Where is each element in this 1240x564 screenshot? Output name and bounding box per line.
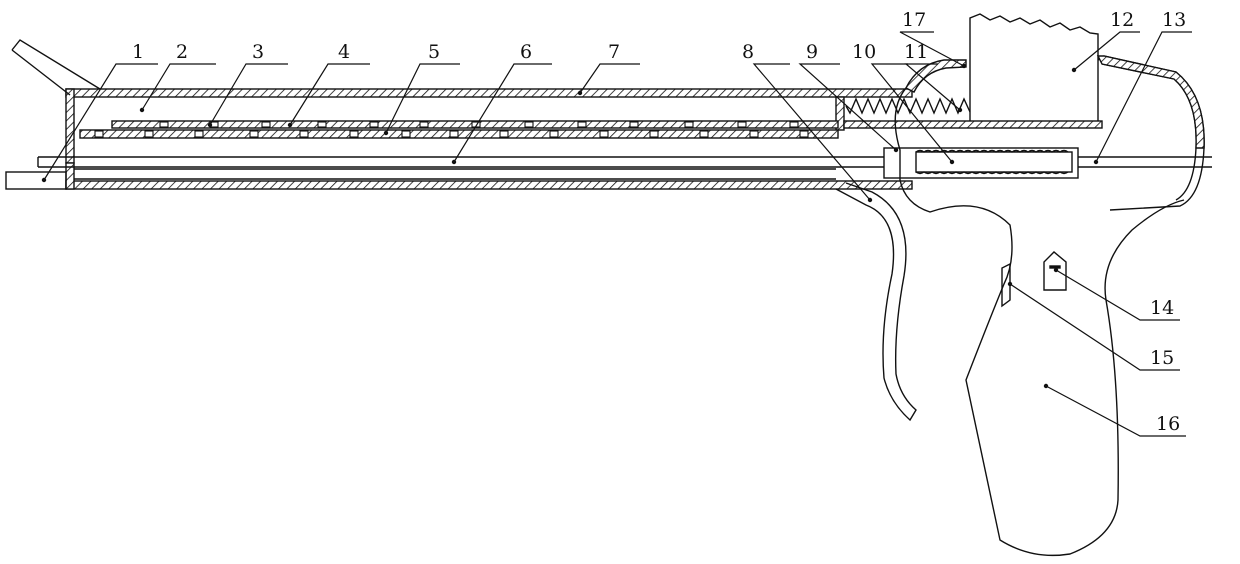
label-3: 3 (252, 41, 264, 63)
inner-plate (74, 169, 836, 179)
label-15: 15 (1150, 347, 1174, 369)
label-13: 13 (1162, 9, 1186, 31)
spring (846, 99, 970, 113)
upper-rail (844, 121, 1102, 128)
cutter-block (970, 14, 1098, 121)
label-14: 14 (1150, 297, 1174, 319)
guide-piece (906, 60, 966, 92)
label-7: 7 (608, 41, 620, 63)
label-6: 6 (520, 41, 532, 63)
trigger (836, 183, 916, 420)
leader-dots (42, 64, 1098, 388)
label-5: 5 (428, 41, 440, 63)
nozzle (12, 40, 100, 95)
label-10: 10 (852, 41, 876, 63)
label-4: 4 (338, 41, 350, 63)
label-12: 12 (1110, 9, 1134, 31)
label-17: 17 (902, 9, 926, 31)
label-2: 2 (176, 41, 188, 63)
label-11: 11 (904, 41, 928, 63)
label-1: 1 (132, 41, 144, 63)
reference-labels: 1 2 3 4 5 6 7 8 9 10 11 17 12 13 14 15 1… (132, 9, 1186, 435)
label-8: 8 (742, 41, 754, 63)
segmented-plate (80, 121, 838, 138)
inlet-slot (6, 172, 66, 189)
label-9: 9 (806, 41, 818, 63)
label-16: 16 (1156, 413, 1180, 435)
threaded-sleeve (884, 148, 1078, 178)
